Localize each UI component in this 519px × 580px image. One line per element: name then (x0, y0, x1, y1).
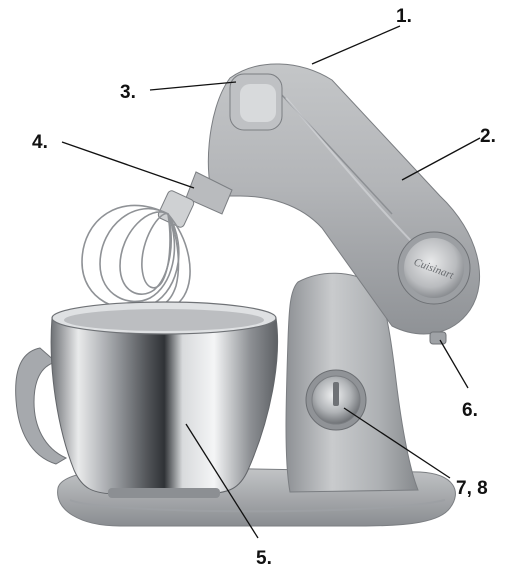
callout-1: 1. (396, 6, 412, 27)
callout-5: 5. (256, 548, 272, 569)
leader-line-6 (440, 340, 468, 388)
head-release-lever (230, 74, 282, 130)
leader-line-2 (402, 138, 480, 180)
speed-control-knob (306, 370, 366, 430)
wire-whisk (82, 205, 190, 311)
tilt-lock-lever (430, 332, 446, 344)
mixing-bowl (16, 302, 278, 498)
leader-line-4 (62, 142, 194, 188)
leader-line-1 (312, 26, 400, 64)
callout-6: 6. (462, 400, 478, 421)
callout-2: 2. (480, 126, 496, 147)
callout-7-8: 7, 8 (456, 478, 488, 499)
callout-3: 3. (120, 82, 136, 103)
attachment-hub: Cuisinart (398, 232, 470, 304)
callout-4: 4. (32, 132, 48, 153)
